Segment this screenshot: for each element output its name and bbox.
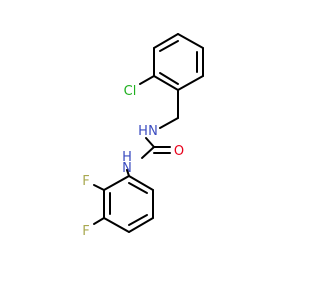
hydrogen-atom-label: H <box>138 124 148 139</box>
bond <box>93 217 105 225</box>
fluorine-atom-label: F <box>82 174 89 189</box>
nitrogen-atom-label: N <box>122 161 132 176</box>
bond <box>153 75 179 91</box>
bond <box>93 184 105 191</box>
bond <box>177 75 204 91</box>
oxygen-atom-label: O <box>174 144 184 159</box>
nitrogen-atom-label: N <box>148 124 158 139</box>
bond <box>103 175 130 191</box>
bond <box>145 137 155 148</box>
bonds <box>93 33 204 233</box>
bond <box>103 217 130 233</box>
bond <box>128 217 154 233</box>
structure-diagram: Cl N H N H O F F <box>82 33 204 239</box>
bond <box>126 169 130 177</box>
bond <box>159 40 179 52</box>
atom-labels: Cl N H N H O F F <box>82 84 184 239</box>
bond <box>177 33 204 49</box>
chlorine-atom-label: Cl <box>124 84 137 99</box>
bond <box>128 182 148 194</box>
hydrogen-atom-label: H <box>122 150 132 165</box>
bond <box>141 146 155 159</box>
bond <box>153 33 179 49</box>
molecule-svg: Cl N H N H O F F <box>82 33 204 239</box>
bond <box>159 117 179 129</box>
bond <box>128 175 154 191</box>
bond <box>139 75 155 85</box>
bond <box>128 214 148 226</box>
bond <box>159 72 179 85</box>
fluorine-atom-label: F <box>82 224 89 239</box>
